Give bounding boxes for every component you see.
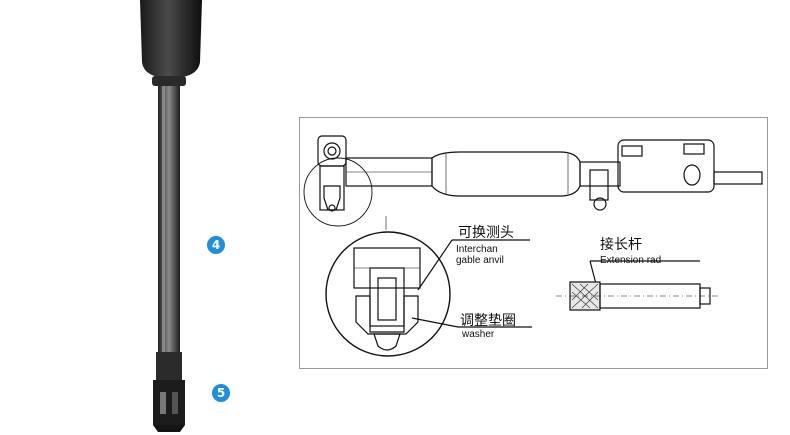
handle-collar <box>152 76 186 86</box>
badge-4: 4 <box>207 236 225 254</box>
label-washer-cn: 调整垫圈 <box>460 313 516 329</box>
badge-5: 5 <box>212 384 230 402</box>
label-anvil-cn: 可换测头 <box>458 225 514 241</box>
handle-grip <box>140 0 202 78</box>
technical-drawing: 可换测头 Interchan gable anvil 调整垫圈 washer 接… <box>299 117 768 369</box>
label-anvil-en-1: Interchan <box>456 244 498 255</box>
label-anvil-en-2: gable anvil <box>456 255 504 266</box>
gauge-rod-photo <box>140 0 202 432</box>
drawing-lines <box>303 135 763 357</box>
rod-lower-fitting <box>156 352 182 382</box>
label-rod-cn: 接长杆 <box>600 237 642 253</box>
rod-shaft <box>158 86 180 356</box>
label-washer-en: washer <box>462 329 495 340</box>
label-rod-en: Extension rad <box>600 255 662 266</box>
